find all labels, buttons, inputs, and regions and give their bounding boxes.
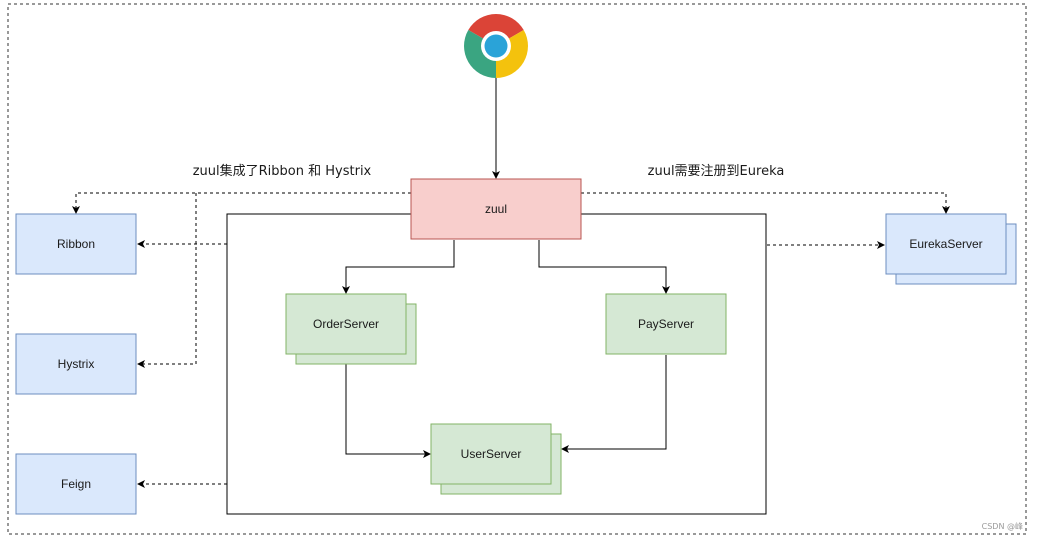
note-zuul-integrates: zuul集成了Ribbon 和 Hystrix — [193, 163, 372, 179]
order-server-node[interactable]: OrderServer — [285, 293, 417, 365]
user-server-node[interactable]: UserServer — [430, 423, 562, 495]
eureka-label: EurekaServer — [909, 237, 982, 251]
watermark: CSDN @峰 — [982, 521, 1023, 531]
user-server-label: UserServer — [461, 447, 522, 461]
edge-pay-user — [561, 355, 667, 453]
edge-zuul-eureka — [581, 192, 950, 214]
ribbon-label: Ribbon — [57, 237, 95, 251]
zuul-node[interactable]: zuul — [410, 178, 582, 240]
zuul-label: zuul — [485, 202, 507, 216]
edge-zuul-order — [342, 240, 455, 294]
pay-server-node[interactable]: PayServer — [605, 293, 727, 355]
edge-zuul-pay — [538, 240, 670, 294]
feign-label: Feign — [61, 477, 91, 491]
edge-zuul-ribbon — [72, 192, 411, 214]
note-zuul-register: zuul需要注册到Eureka — [648, 164, 785, 179]
chrome-browser-icon — [464, 14, 528, 78]
hystrix-label: Hystrix — [58, 357, 95, 371]
feign-node[interactable]: Feign — [15, 453, 137, 515]
pay-server-label: PayServer — [638, 317, 694, 331]
hystrix-node[interactable]: Hystrix — [15, 333, 137, 395]
order-server-label: OrderServer — [313, 317, 379, 331]
eureka-node[interactable]: EurekaServer — [885, 213, 1017, 285]
edge-order-user — [345, 355, 431, 458]
ribbon-node[interactable]: Ribbon — [15, 213, 137, 275]
edge-zuul-hystrix — [137, 193, 197, 368]
